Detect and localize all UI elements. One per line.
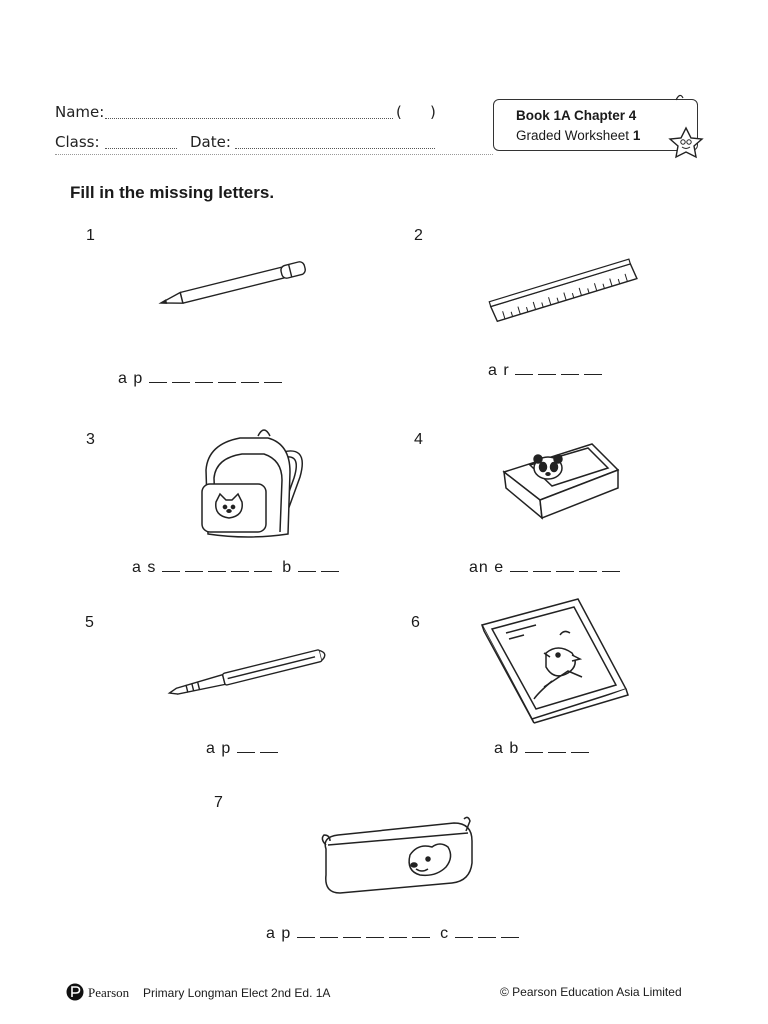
- letter-blank[interactable]: [411, 936, 430, 938]
- letter-blank[interactable]: [207, 570, 226, 572]
- letter-blank[interactable]: [236, 751, 255, 753]
- name-label: Name:: [55, 103, 105, 121]
- school-bag-icon: [201, 429, 303, 538]
- letter-blank[interactable]: [319, 936, 338, 938]
- word-prefix: a p: [266, 925, 297, 942]
- word-prefix: a r: [488, 362, 516, 379]
- letter-blank[interactable]: [253, 570, 272, 572]
- class-field[interactable]: [105, 148, 177, 149]
- letter-blank[interactable]: [161, 570, 180, 572]
- item-number-7: 7: [214, 794, 223, 811]
- box-ribbon-icon: [675, 94, 684, 101]
- class-label: Class:: [55, 133, 100, 151]
- name-field[interactable]: [105, 118, 393, 119]
- publisher-name: Pearson: [88, 985, 130, 1000]
- pencil-case-icon: [321, 816, 473, 894]
- date-label: Date:: [190, 133, 231, 151]
- letter-blank[interactable]: [524, 751, 543, 753]
- letter-blank[interactable]: [477, 936, 496, 938]
- letter-blank[interactable]: [570, 751, 589, 753]
- letter-blank[interactable]: [454, 936, 473, 938]
- word-middle-letter: b: [276, 559, 298, 576]
- name-paren-open: (: [396, 103, 402, 121]
- ruler-icon: [488, 258, 638, 323]
- letter-blank[interactable]: [259, 751, 278, 753]
- letter-blank[interactable]: [194, 381, 213, 383]
- letter-blank[interactable]: [320, 570, 339, 572]
- letter-blank[interactable]: [561, 373, 580, 375]
- worksheet-label: Graded Worksheet 1: [516, 128, 640, 143]
- word-middle-letter: c: [434, 925, 455, 942]
- letter-blank[interactable]: [578, 570, 597, 572]
- pen-icon: [167, 649, 326, 695]
- letter-blank[interactable]: [584, 373, 603, 375]
- word-row-7: a p c: [266, 925, 524, 943]
- chapter-info-box: Book 1A Chapter 4 Graded Worksheet 1: [493, 99, 698, 151]
- worksheet-text: Graded Worksheet: [516, 128, 630, 143]
- worksheet-number: 1: [632, 128, 641, 143]
- letter-blank[interactable]: [297, 570, 316, 572]
- word-prefix: a b: [494, 740, 525, 757]
- letter-blank[interactable]: [365, 936, 384, 938]
- word-prefix: a p: [206, 740, 237, 757]
- word-row-2: a r: [488, 362, 607, 380]
- word-row-4: an e: [469, 559, 625, 577]
- letter-blank[interactable]: [500, 936, 519, 938]
- letter-blank[interactable]: [171, 381, 190, 383]
- word-row-5: a p: [206, 740, 283, 758]
- star-mascot-icon: [668, 126, 704, 159]
- letter-blank[interactable]: [240, 381, 259, 383]
- letter-blank[interactable]: [148, 381, 167, 383]
- word-prefix: a p: [118, 370, 149, 387]
- letter-blank[interactable]: [388, 936, 407, 938]
- letter-blank[interactable]: [230, 570, 249, 572]
- pearson-logo-icon: [66, 983, 84, 1001]
- letter-blank[interactable]: [217, 381, 236, 383]
- letter-blank[interactable]: [342, 936, 361, 938]
- item-number-4: 4: [414, 431, 423, 448]
- letter-blank[interactable]: [547, 751, 566, 753]
- word-row-1: a p: [118, 370, 287, 388]
- letter-blank[interactable]: [555, 570, 574, 572]
- word-row-6: a b: [494, 740, 594, 758]
- letter-blank[interactable]: [515, 373, 534, 375]
- letter-blank[interactable]: [296, 936, 315, 938]
- letter-blank[interactable]: [538, 373, 557, 375]
- instruction-heading: Fill in the missing letters.: [70, 183, 275, 202]
- date-field[interactable]: [235, 148, 435, 149]
- item-number-1: 1: [86, 227, 95, 244]
- name-paren-close: ): [430, 103, 436, 121]
- course-title: Primary Longman Elect 2nd Ed. 1A: [143, 986, 331, 1000]
- pencil-icon: [158, 261, 306, 304]
- letter-blank[interactable]: [601, 570, 620, 572]
- letter-blank[interactable]: [509, 570, 528, 572]
- word-row-3: a s b: [132, 559, 344, 577]
- item-number-5: 5: [85, 614, 94, 631]
- letter-blank[interactable]: [184, 570, 203, 572]
- book-chapter-label: Book 1A Chapter 4: [516, 108, 637, 123]
- letter-blank[interactable]: [263, 381, 282, 383]
- eraser-icon: [502, 443, 620, 520]
- item-number-3: 3: [86, 431, 95, 448]
- letter-blank[interactable]: [532, 570, 551, 572]
- item-number-6: 6: [411, 614, 420, 631]
- word-prefix: a s: [132, 559, 162, 576]
- copyright-notice: © Pearson Education Asia Limited: [500, 985, 682, 999]
- book-icon: [480, 598, 629, 724]
- word-prefix: an e: [469, 559, 510, 576]
- item-number-2: 2: [414, 227, 423, 244]
- header-divider: [55, 154, 493, 155]
